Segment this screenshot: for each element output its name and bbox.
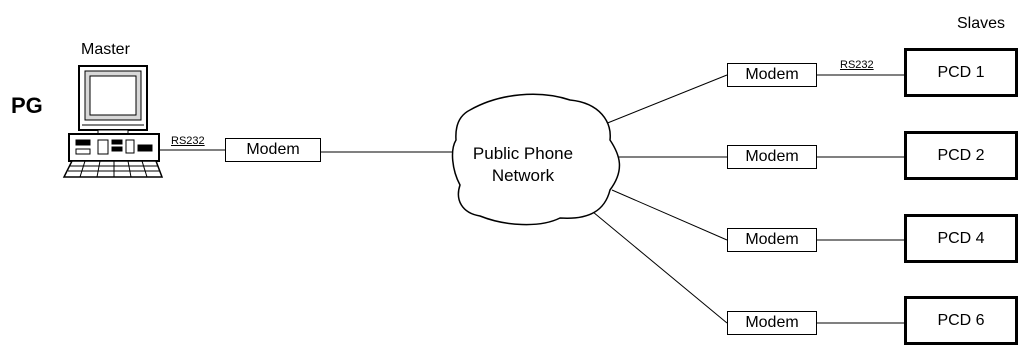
desktop-computer-icon	[62, 65, 164, 178]
rs232-slave-label: RS232	[840, 59, 874, 71]
master-label: Master	[81, 41, 130, 58]
pcd-6: PCD 6	[904, 296, 1018, 345]
modem-1: Modem	[727, 63, 817, 87]
pcd-1: PCD 1	[904, 48, 1018, 97]
pg-label: PG	[11, 93, 43, 118]
network-cloud	[451, 93, 621, 226]
pcd-4: PCD 4	[904, 214, 1018, 263]
modem-4: Modem	[727, 228, 817, 252]
network-label-line2: Network	[491, 166, 555, 185]
modem-2: Modem	[727, 145, 817, 169]
pcd-2: PCD 2	[904, 131, 1018, 180]
network-to-modem1-line	[599, 74, 728, 127]
network-to-modem6-line	[592, 211, 728, 324]
rs232-master-label: RS232	[171, 135, 205, 147]
modem-6: Modem	[727, 311, 817, 335]
master-modem: Modem	[225, 138, 321, 162]
network-label: Public Phone Network	[440, 143, 606, 187]
network-to-modem4-line	[611, 189, 728, 241]
slaves-label: Slaves	[957, 15, 1006, 32]
network-label-line1: Public Phone	[472, 144, 574, 163]
